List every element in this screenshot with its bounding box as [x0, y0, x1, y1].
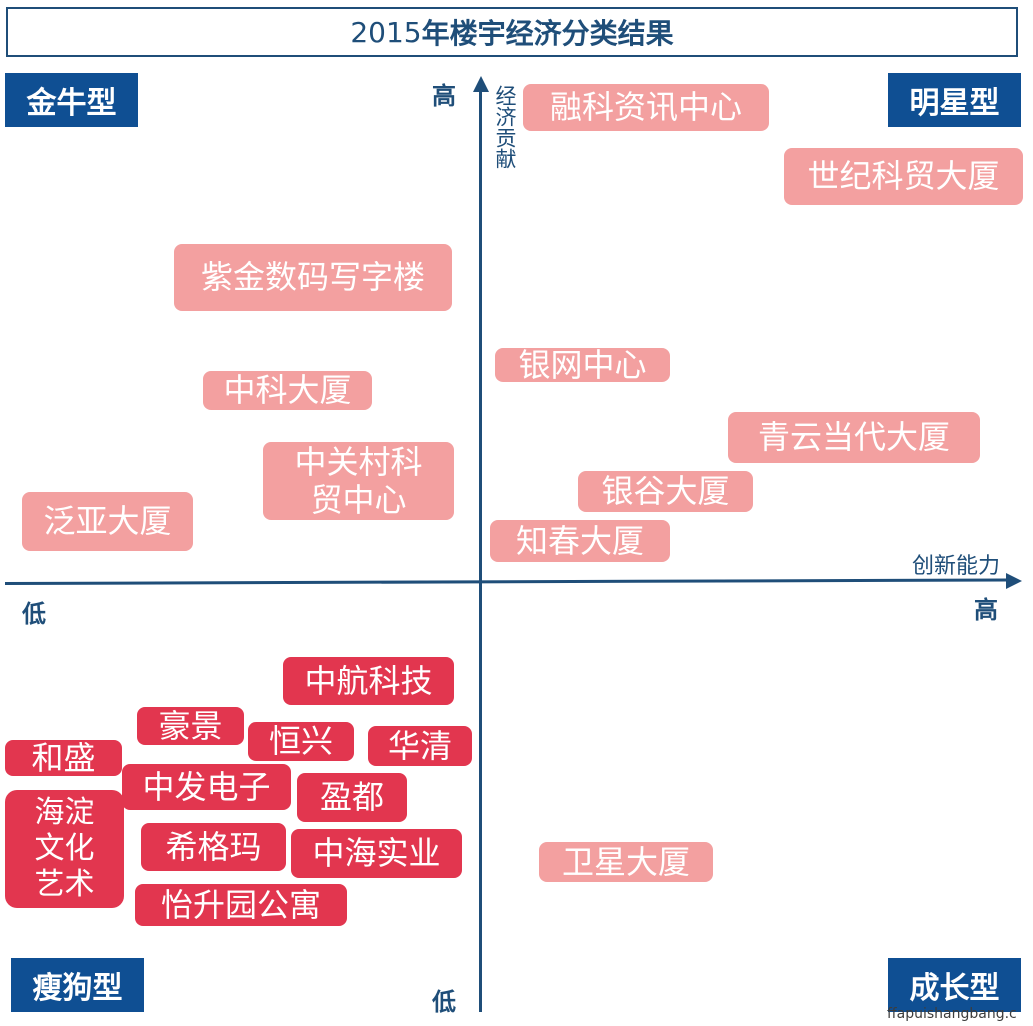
building-box: 怡升园公寓	[135, 884, 347, 926]
x-axis-arrow	[1006, 573, 1022, 589]
y-axis-title: 经济贡献	[493, 85, 517, 169]
building-box: 银网中心	[495, 346, 670, 384]
quadrant-label-growth: 成长型	[888, 958, 1021, 1012]
building-box: 豪景	[137, 707, 244, 745]
building-box: 中航科技	[283, 657, 454, 705]
watermark-text: ffapuishangbang.c	[887, 1006, 1017, 1022]
building-box: 盈都	[297, 773, 407, 822]
y-axis-high-label: 高	[432, 82, 456, 110]
building-box: 银谷大厦	[578, 471, 753, 512]
building-box: 融科资讯中心	[523, 84, 769, 131]
building-box: 中关村科 贸中心	[263, 442, 454, 520]
building-box: 和盛	[5, 739, 122, 777]
y-axis-line	[479, 90, 482, 1012]
building-box: 紫金数码写字楼	[174, 244, 452, 311]
building-box: 世纪科贸大厦	[784, 148, 1023, 205]
building-box: 海淀 文化 艺术	[5, 790, 124, 908]
y-axis-low-label: 低	[432, 988, 456, 1016]
title-text: 年楼宇经济分类结果	[421, 17, 674, 50]
building-box: 青云当代大厦	[728, 412, 980, 463]
x-axis-low-label: 低	[22, 600, 46, 628]
quadrant-label-star: 明星型	[888, 73, 1021, 127]
title-year: 2015	[350, 15, 422, 49]
quadrant-label-cash-cow: 金牛型	[5, 73, 138, 127]
building-box: 中发电子	[122, 764, 291, 810]
quadrant-label-dog: 瘦狗型	[11, 958, 144, 1012]
building-box: 泛亚大厦	[22, 492, 193, 551]
building-box: 卫星大厦	[539, 842, 713, 882]
x-axis-line	[4, 578, 1008, 585]
building-box: 知春大厦	[490, 520, 670, 562]
building-box: 华清	[368, 726, 472, 766]
building-box: 希格玛	[141, 823, 286, 871]
x-axis-high-label: 高	[974, 596, 998, 624]
building-box: 中科大厦	[203, 371, 372, 410]
building-box: 中海实业	[291, 829, 462, 878]
y-axis-arrow	[473, 76, 489, 92]
x-axis-title: 创新能力	[912, 554, 1001, 579]
building-box: 恒兴	[248, 722, 354, 761]
